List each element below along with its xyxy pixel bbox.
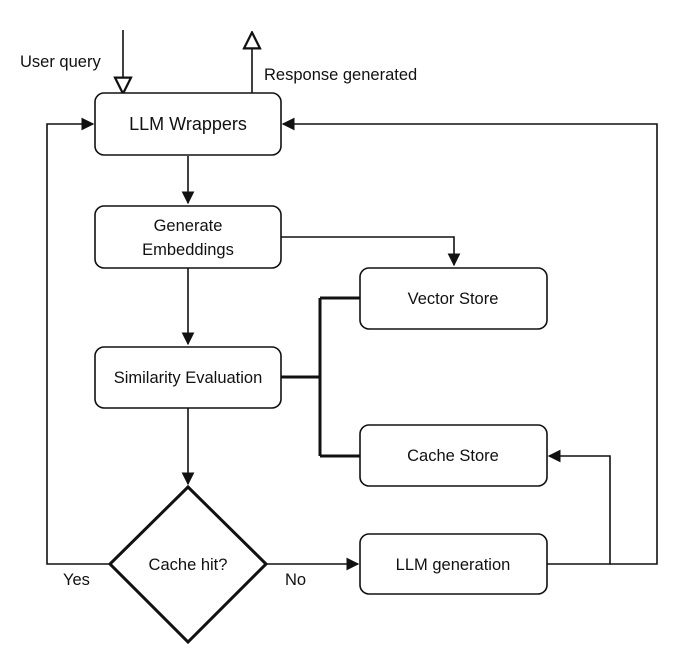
similarity-evaluation-node: Similarity Evaluation <box>94 346 282 409</box>
generate-embeddings-label-line2: Embeddings <box>142 241 234 259</box>
embeddings-to-vector-store-arrow <box>281 236 461 267</box>
similarity-evaluation-label: Similarity Evaluation <box>114 369 263 387</box>
llm-generation-label: LLM generation <box>396 556 511 574</box>
llm-wrappers-node: LLM Wrappers <box>94 92 282 156</box>
cache-store-label: Cache Store <box>407 447 499 465</box>
cache-store-node: Cache Store <box>359 424 548 487</box>
yes-edge-label: Yes <box>63 571 90 589</box>
cache-hit-label: Cache hit? <box>149 556 228 574</box>
similarity-store-connector <box>281 296 360 458</box>
cache-hit-decision-node: Cache hit? <box>107 484 269 645</box>
llm-wrappers-label: LLM Wrappers <box>129 114 247 134</box>
vector-store-node: Vector Store <box>359 267 548 330</box>
no-edge-label: No <box>285 571 306 589</box>
generate-embeddings-label-line1: Generate <box>154 217 223 235</box>
generation-to-cache-store-arrow <box>547 449 611 565</box>
vector-store-label: Vector Store <box>408 290 499 308</box>
cache-hit-return-arrow <box>46 117 110 565</box>
llm-generation-node: LLM generation <box>359 533 548 595</box>
generate-embeddings-node: Generate Embeddings <box>94 205 282 269</box>
user-query-label: User query <box>20 53 101 71</box>
generation-to-wrappers-arrow <box>281 117 658 565</box>
response-generated-label: Response generated <box>264 66 417 84</box>
